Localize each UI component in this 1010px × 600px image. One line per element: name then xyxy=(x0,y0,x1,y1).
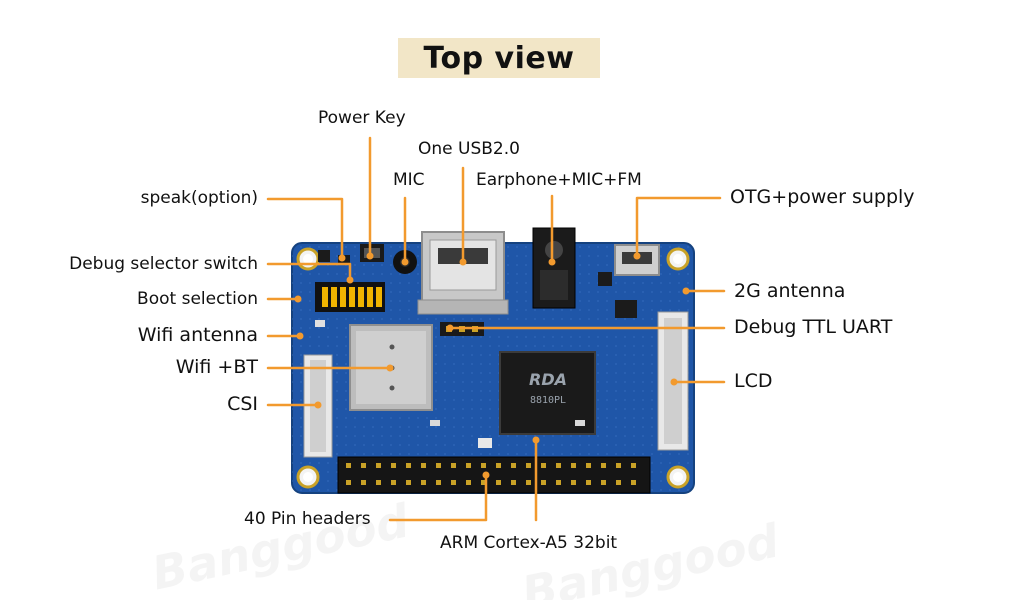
label-mic: MIC xyxy=(393,170,425,190)
label-power-key: Power Key xyxy=(318,108,406,128)
title-box: Top view xyxy=(398,38,600,78)
label-speak: speak(option) xyxy=(140,188,258,208)
chip-model-text: 8810PL xyxy=(530,395,566,406)
label-otg: OTG+power supply xyxy=(730,186,915,208)
label-debug-switch: Debug selector switch xyxy=(69,254,258,274)
leader-dots xyxy=(294,252,690,479)
label-lcd: LCD xyxy=(734,370,773,392)
leader-lines xyxy=(266,136,726,522)
label-pin-headers: 40 Pin headers xyxy=(244,509,371,529)
leader-debug-switch xyxy=(266,262,352,282)
label-usb: One USB2.0 xyxy=(418,139,520,159)
pin-header xyxy=(337,456,651,494)
label-2g-antenna: 2G antenna xyxy=(734,280,846,302)
power-key xyxy=(360,244,384,262)
leader-speak xyxy=(266,197,344,260)
page-title: Top view xyxy=(423,40,575,76)
label-wifi-antenna: Wifi antenna xyxy=(137,324,258,346)
label-wifi-bt: Wifi +BT xyxy=(175,356,258,378)
chip-logo-text: RDA xyxy=(529,370,567,389)
label-boot: Boot selection xyxy=(137,289,258,309)
audio-jack xyxy=(532,227,576,309)
leader-pin-headers xyxy=(388,473,488,522)
mounting-holes xyxy=(296,247,690,489)
leader-otg xyxy=(635,196,722,258)
label-debug-uart: Debug TTL UART xyxy=(734,316,893,338)
dip-switch xyxy=(315,282,385,312)
label-earphone: Earphone+MIC+FM xyxy=(476,170,642,190)
label-csi: CSI xyxy=(227,393,258,415)
label-cpu: ARM Cortex-A5 32bit xyxy=(440,533,618,553)
